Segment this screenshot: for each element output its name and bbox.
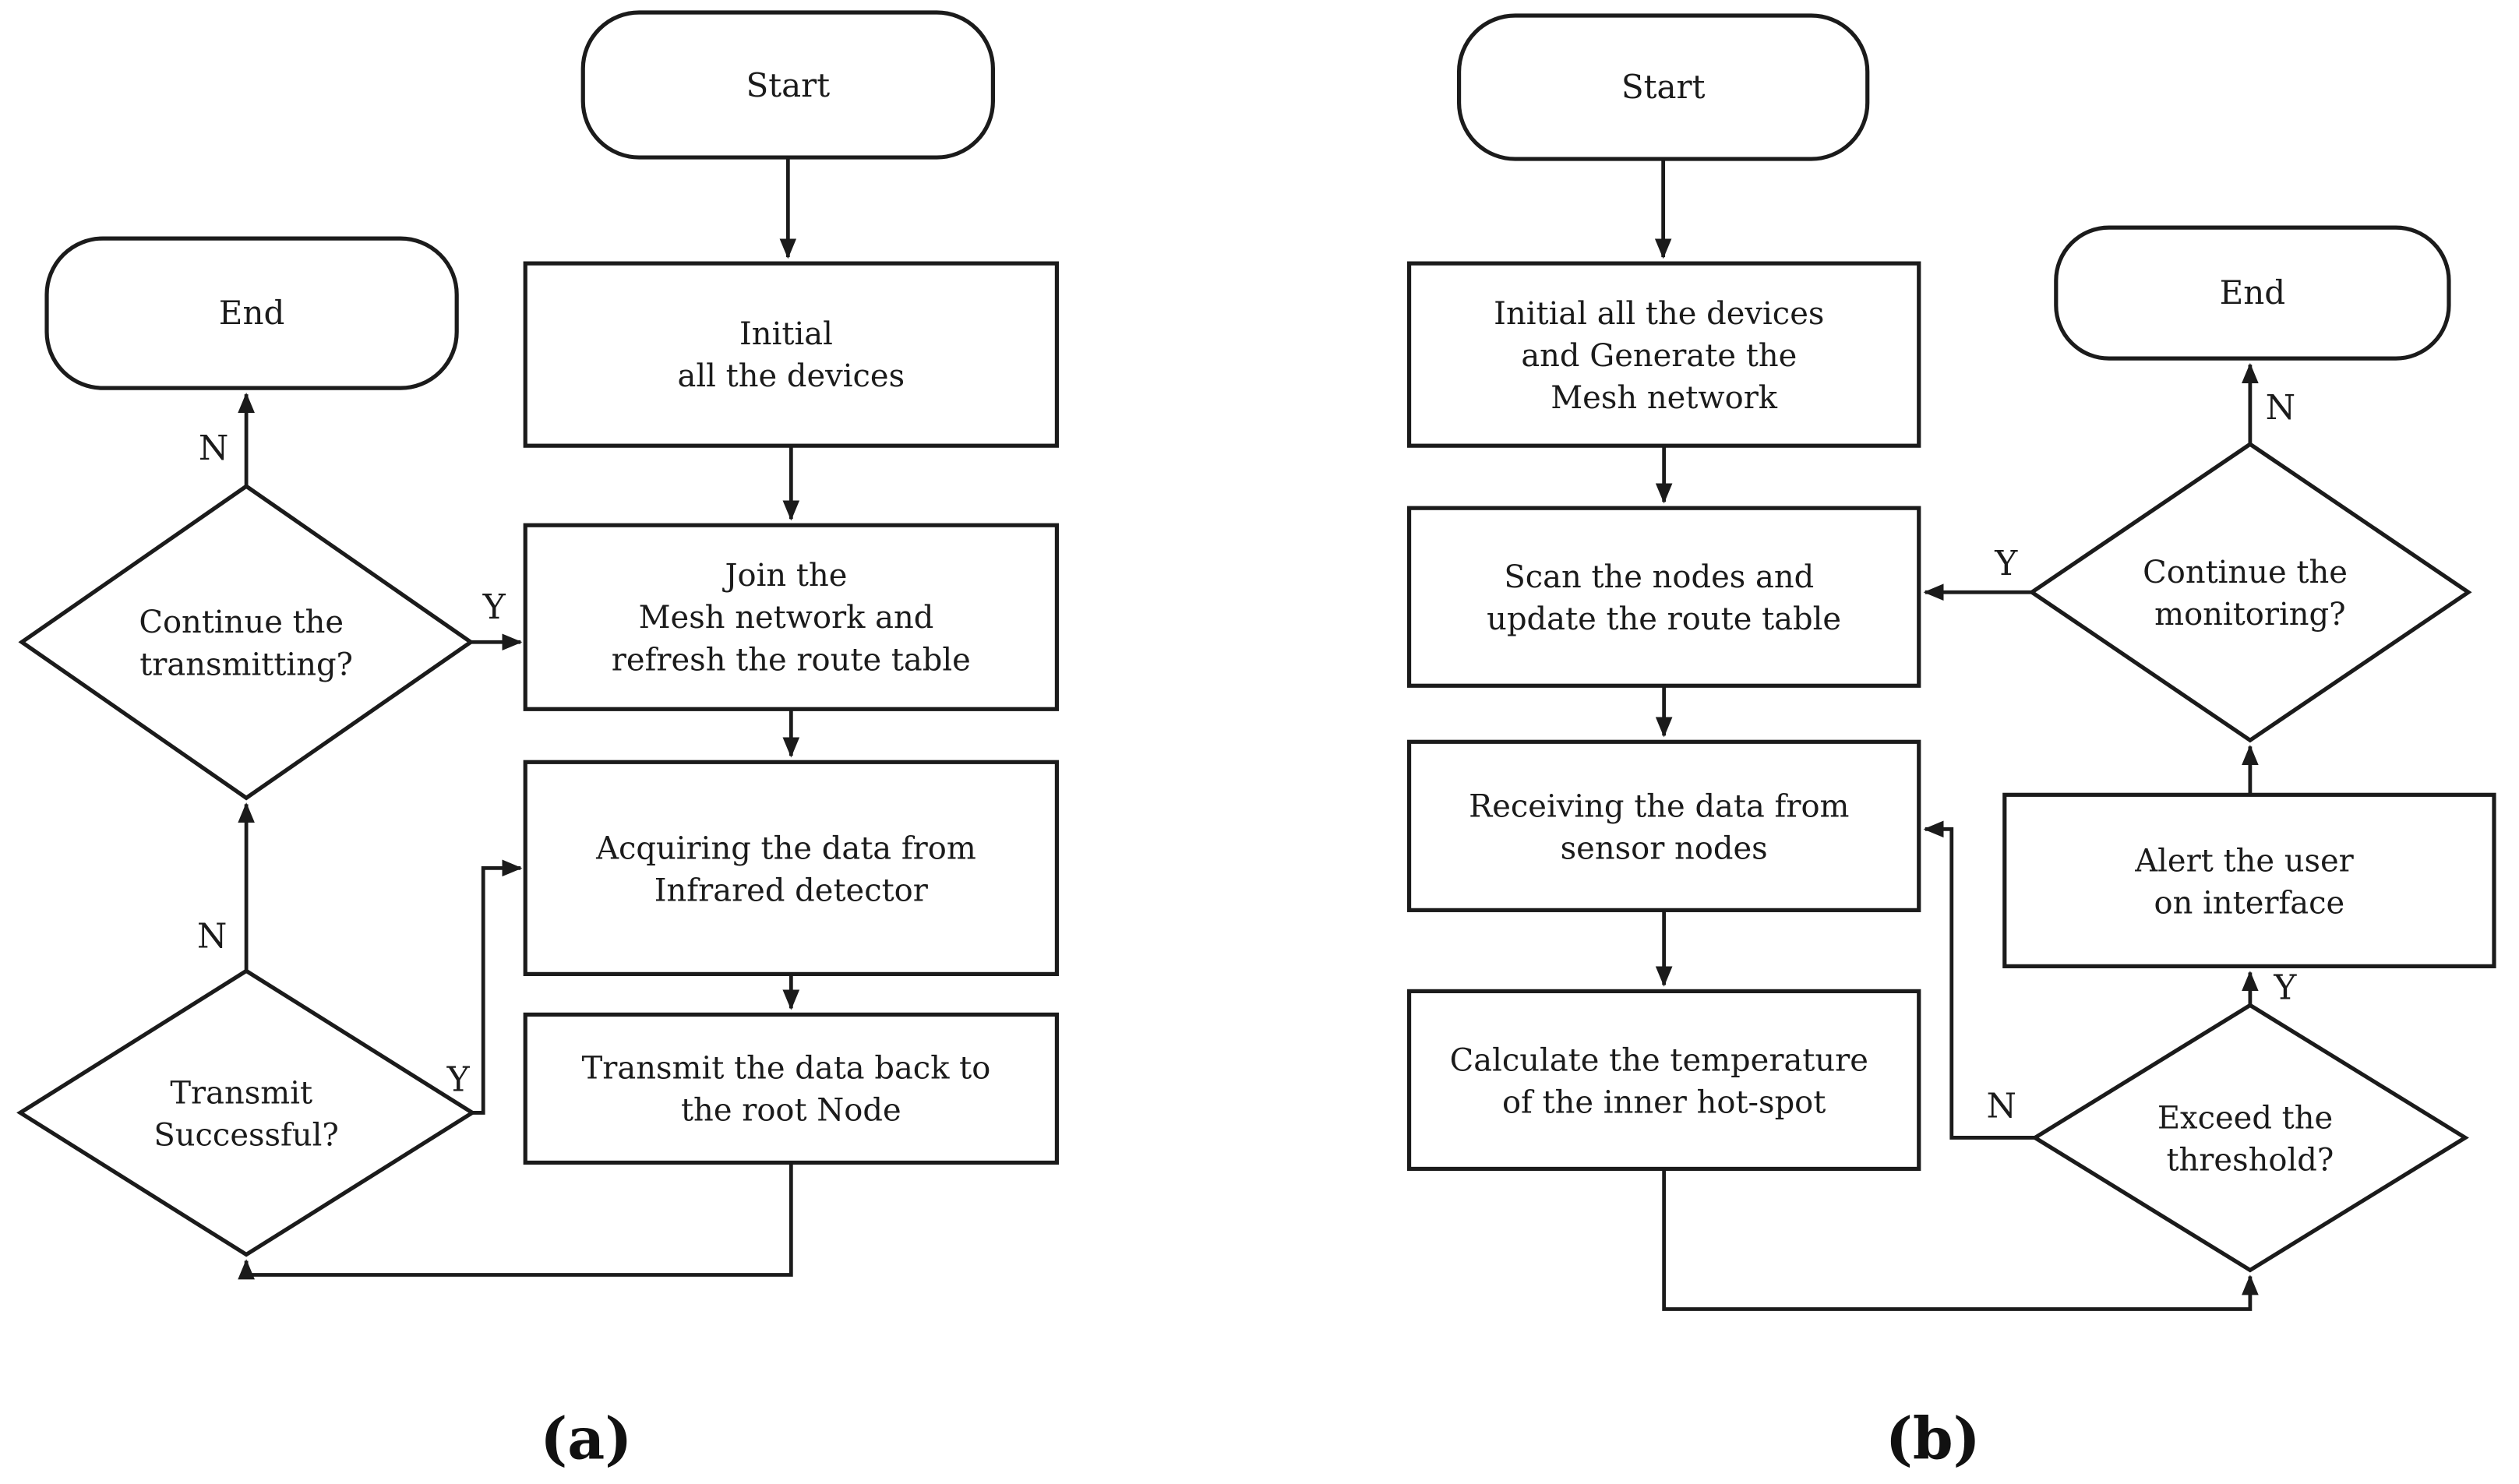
node-a-join-line-3: refresh the route table xyxy=(612,642,971,678)
caption-a: (a) xyxy=(540,1405,632,1473)
branch-label-a-continue-yes: Y xyxy=(482,587,506,627)
node-b-alert-label: Alert the user on interface xyxy=(2134,843,2363,921)
node-b-continue-decision-label: Continue the monitoring? xyxy=(2143,555,2357,633)
node-b-exceed-decision xyxy=(2030,1003,2469,1273)
node-a-continue-line-1: Continue the xyxy=(139,605,344,640)
node-b-calculate-label: Calculate the temperature of the inner h… xyxy=(1450,1042,1879,1120)
node-a-join-label: Join the Mesh network and refresh the ro… xyxy=(612,558,971,678)
node-b-start-label: Start xyxy=(1621,68,1706,106)
node-a-acquiring-label: Acquiring the data from Infrared detecto… xyxy=(595,830,986,908)
edge-a-successful-acquiring-yes xyxy=(472,859,523,1115)
node-a-transmit xyxy=(523,1012,1060,1165)
node-b-scan xyxy=(1406,506,1921,688)
node-b-exceed-line-1: Exceed the xyxy=(2157,1100,2333,1136)
caption-b: (b) xyxy=(1886,1405,1981,1473)
node-b-alert-line-2: on interface xyxy=(2154,885,2345,921)
node-a-join-line-2: Mesh network and xyxy=(639,600,934,636)
node-b-initial-line-3: Mesh network xyxy=(1551,380,1778,416)
node-a-join xyxy=(523,523,1060,711)
node-b-initial-line-1: Initial all the devices xyxy=(1494,296,1824,332)
branch-label-b-exceed-yes: Y xyxy=(2273,968,2297,1007)
node-b-continue-decision xyxy=(2028,442,2472,743)
node-b-receiving-label: Receiving the data from sensor nodes xyxy=(1469,788,1859,866)
node-a-initial-label: Initial all the devices xyxy=(677,316,905,394)
node-a-start xyxy=(580,10,995,160)
node-b-start xyxy=(1456,13,1870,161)
node-b-initial-label: Initial all the devices and Generate the… xyxy=(1494,296,1834,416)
branch-label-a-transmit-no: N xyxy=(197,916,228,956)
node-b-end xyxy=(2054,225,2451,361)
node-b-scan-line-1: Scan the nodes and xyxy=(1504,559,1814,595)
edge-b-exceed-receiving-no xyxy=(1923,820,2035,1140)
node-b-continue-line-2: monitoring? xyxy=(2154,597,2345,633)
node-b-scan-line-2: update the route table xyxy=(1487,601,1841,637)
node-a-continue-line-2: transmitting? xyxy=(139,647,353,682)
node-b-alert xyxy=(2002,792,2496,968)
node-a-acquiring-line-1: Acquiring the data from xyxy=(595,830,976,866)
node-a-start-label: Start xyxy=(746,66,830,104)
node-b-initial xyxy=(1406,261,1921,448)
branch-label-b-exceed-no: N xyxy=(1987,1086,2017,1126)
branch-label-a-continue-no: N xyxy=(199,428,229,468)
branch-label-a-transmit-yes: Y xyxy=(446,1059,471,1099)
node-a-transmit-label: Transmit the data back to the root Node xyxy=(582,1050,1000,1128)
node-b-end-label: End xyxy=(2220,273,2286,312)
node-a-initial-line-1: Initial xyxy=(739,316,833,352)
node-b-initial-line-2: and Generate the xyxy=(1521,338,1797,374)
node-a-initial-line-2: all the devices xyxy=(677,358,905,394)
node-a-acquiring xyxy=(523,760,1060,976)
branch-label-b-continue-yes: Y xyxy=(1994,544,2018,583)
node-a-end xyxy=(44,236,459,390)
node-b-exceed-line-2: threshold? xyxy=(2166,1142,2334,1178)
node-b-exceed-decision-label: Exceed the threshold? xyxy=(2157,1100,2343,1178)
node-b-calculate-line-2: of the inner hot-spot xyxy=(1502,1084,1826,1120)
node-a-successful-line-1: Transmit xyxy=(170,1075,312,1111)
edge-b-calculate-exceed xyxy=(1662,1169,2259,1311)
node-a-continue-decision xyxy=(18,484,475,801)
branch-label-b-continue-no: N xyxy=(2266,388,2296,428)
node-b-continue-line-1: Continue the xyxy=(2143,555,2348,590)
node-b-receiving-line-2: sensor nodes xyxy=(1561,830,1768,866)
node-a-acquiring-line-2: Infrared detector xyxy=(654,872,929,908)
node-b-scan-label: Scan the nodes and update the route tabl… xyxy=(1487,559,1841,637)
node-a-initial xyxy=(523,261,1060,448)
node-a-successful-decision-label: Transmit Successful? xyxy=(153,1075,339,1153)
node-a-successful-line-2: Successful? xyxy=(153,1117,339,1153)
flowchart-a: Y N Y N Start Initial all the devices Jo… xyxy=(16,10,1060,1473)
node-a-continue-decision-label: Continue the transmitting? xyxy=(139,605,353,682)
node-a-transmit-line-2: the root Node xyxy=(681,1092,901,1128)
node-b-receiving-line-1: Receiving the data from xyxy=(1469,788,1849,824)
node-a-successful-decision xyxy=(16,968,477,1257)
node-a-transmit-line-1: Transmit the data back to xyxy=(582,1050,991,1086)
node-b-receiving xyxy=(1406,739,1921,912)
flowchart-b: N Y Y N Start Initial all the devices an… xyxy=(1406,13,2496,1473)
node-a-end-label: End xyxy=(219,294,285,332)
node-b-calculate xyxy=(1406,989,1921,1172)
node-a-join-line-1: Join the xyxy=(722,558,848,594)
node-b-alert-line-1: Alert the user xyxy=(2134,843,2354,879)
edge-a-transmit-successful xyxy=(238,1162,793,1280)
node-b-calculate-line-1: Calculate the temperature xyxy=(1450,1042,1868,1078)
